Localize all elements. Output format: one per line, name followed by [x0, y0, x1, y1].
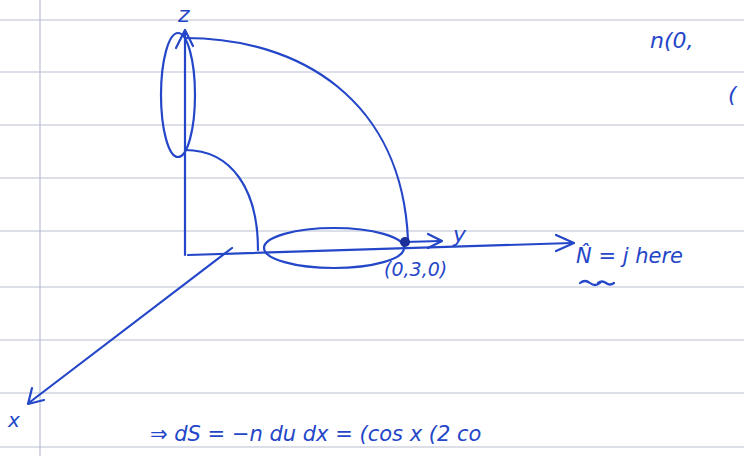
point-dot [400, 237, 410, 247]
axis-label: y [453, 224, 466, 246]
partial-note: ( [728, 84, 737, 106]
axis-label: x [8, 410, 20, 430]
axes-sketch [28, 30, 614, 404]
equation-note: ⇒ dS = −n du dx = (cos x (2 co [150, 424, 481, 445]
axis-label: z [178, 4, 190, 26]
normal-note: N̂ = j here [576, 246, 683, 267]
partial-note: n(0, [650, 30, 694, 52]
point-label: (0,3,0) [384, 260, 447, 279]
